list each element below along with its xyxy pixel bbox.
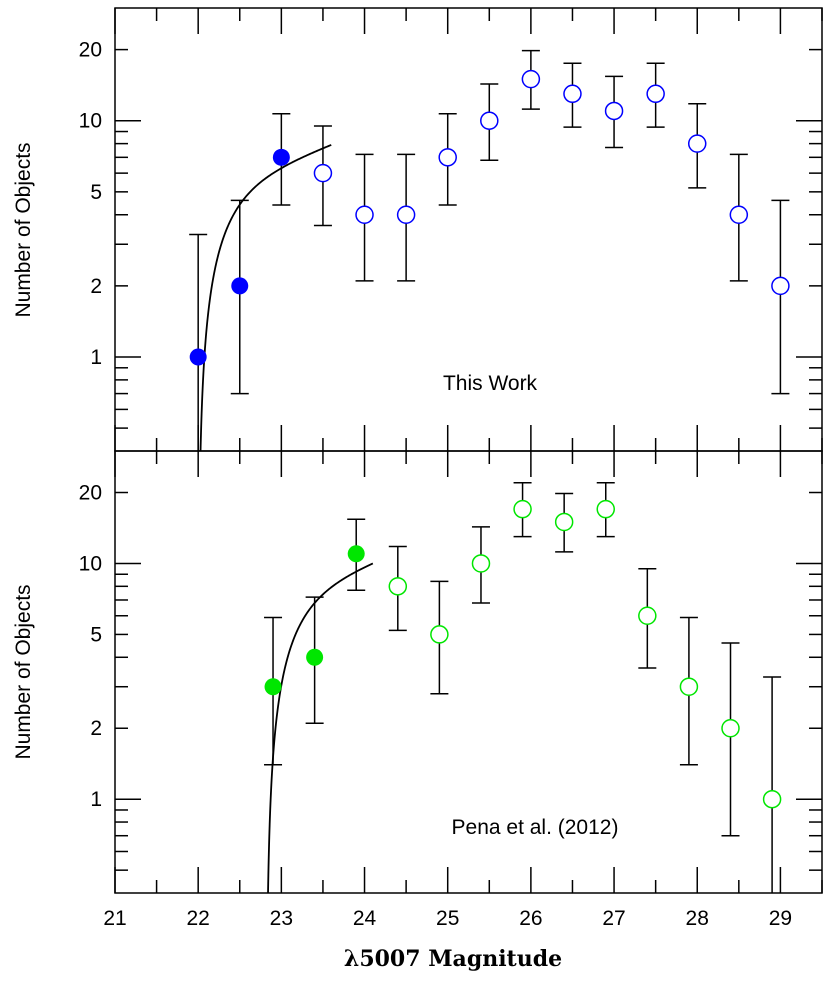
x-tick-label: 29: [769, 907, 792, 930]
data-point-open: [396, 205, 416, 224]
data-point-open: [687, 134, 707, 153]
x-tick-label: 23: [270, 907, 293, 930]
x-tick-label: 22: [186, 907, 209, 930]
data-point-open: [638, 606, 657, 626]
data-point-open: [521, 69, 541, 89]
data-point-open: [646, 84, 665, 104]
data-point-open: [721, 718, 740, 738]
x-tick-label: 28: [686, 907, 709, 930]
data-point-filled: [189, 348, 207, 366]
data-point-open: [480, 111, 499, 130]
y-tick-label: 2: [90, 717, 102, 740]
y-tick-label: 10: [79, 110, 102, 133]
data-point-open: [438, 148, 457, 167]
x-tick-label: 26: [519, 907, 542, 930]
data-point-open: [430, 625, 449, 644]
x-tick-label: 27: [602, 907, 625, 930]
data-point-open: [596, 499, 615, 519]
data-point-open: [604, 101, 624, 121]
data-point-open: [762, 789, 782, 809]
data-point-open: [471, 554, 491, 573]
y-tick-label: 10: [79, 552, 102, 575]
data-point-filled: [264, 678, 282, 696]
fit-curve: [267, 562, 374, 893]
panel-1: [264, 482, 782, 893]
y-tick-label: 20: [79, 39, 102, 62]
data-point-filled: [272, 148, 290, 166]
y-tick-label: 20: [79, 482, 102, 505]
y-tick-label: 5: [90, 181, 102, 204]
x-axis-ticks: 21 22 23 24 25 26 27 28 29: [103, 907, 792, 930]
y-tick-label: 1: [90, 346, 102, 369]
x-tick-label: 21: [103, 907, 126, 930]
data-point-open: [554, 512, 574, 532]
panel-bottom-annotation: Pena et al. (2012): [452, 816, 619, 839]
y-tick-label: 1: [90, 788, 102, 811]
y-axis-label-bottom: Number of Objects: [12, 584, 35, 759]
data-point-open: [388, 577, 408, 596]
data-point-open: [771, 276, 790, 296]
plot-frame: [114, 450, 823, 894]
fit-curve: [199, 144, 332, 451]
x-tick-label: 25: [436, 907, 459, 930]
data-point-open: [679, 677, 699, 696]
data-point-filled: [231, 277, 249, 295]
data-point-filled: [306, 648, 324, 666]
data-point-open: [729, 205, 749, 224]
panel-top-annotation: This Work: [443, 372, 538, 395]
data-point-open: [513, 499, 532, 519]
y-axis-label-top: Number of Objects: [12, 142, 35, 317]
y-tick-label: 5: [90, 623, 102, 646]
x-tick-label: 24: [353, 907, 377, 930]
y-tick-label: 2: [90, 275, 102, 298]
panel-0: [189, 49, 790, 451]
x-axis-label: λ5007 Magnitude: [344, 946, 562, 972]
data-point-open: [313, 163, 333, 183]
data-point-filled: [347, 545, 365, 563]
data-point-open: [355, 205, 374, 224]
data-point-open: [563, 84, 582, 104]
